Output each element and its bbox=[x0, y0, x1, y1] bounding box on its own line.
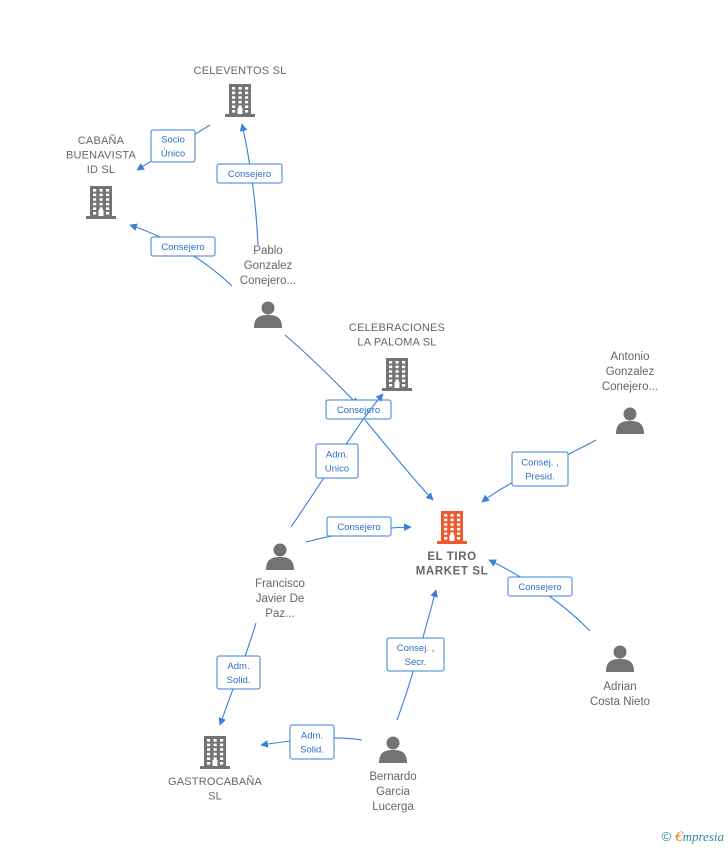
edge-label: Secr. bbox=[405, 657, 427, 668]
edges-layer: SocioÚnicoConsejeroConsejeroConsejeroAdm… bbox=[129, 123, 597, 760]
relationship-edge[interactable]: Adm. Solid. bbox=[216, 622, 261, 726]
edge-label-box bbox=[216, 163, 283, 184]
brand-footer[interactable]: ©€mpresia bbox=[662, 829, 725, 846]
person-icon bbox=[266, 543, 294, 570]
node-pablo[interactable]: PabloGonzalezConejero... bbox=[240, 245, 296, 328]
edge-label-box bbox=[216, 655, 261, 690]
person-icon bbox=[254, 301, 282, 328]
edge-label: Consejero bbox=[228, 169, 271, 180]
relationship-edge[interactable]: Consejero bbox=[488, 559, 591, 632]
edge-label: Consejero bbox=[518, 582, 561, 593]
edge-label-box bbox=[511, 451, 569, 487]
relationship-edge[interactable]: Adm. Unico bbox=[290, 393, 384, 528]
edge-label-box bbox=[507, 576, 573, 597]
node-label: Bernardo bbox=[369, 771, 416, 783]
edge-line bbox=[284, 334, 359, 406]
node-cabana[interactable]: CABAÑA BUENAVISTA ID SL bbox=[66, 134, 137, 219]
relationship-edge[interactable]: Consejero bbox=[129, 223, 233, 287]
edge-label: Único bbox=[161, 149, 185, 160]
edge-label-box bbox=[150, 236, 216, 257]
node-label: LA PALOMA SL bbox=[357, 337, 436, 349]
node-label: Antonio bbox=[610, 351, 649, 363]
nodes-layer: CELEVENTOS SL CABAÑA BUENAVISTA ID SL PabloG… bbox=[66, 65, 658, 813]
node-label: GASTROCABAÑA bbox=[168, 775, 263, 788]
edge-label: Solid. bbox=[227, 675, 251, 686]
building-icon bbox=[225, 84, 255, 117]
node-label: CABAÑA bbox=[78, 134, 125, 147]
building-icon bbox=[200, 736, 230, 769]
node-label: ID SL bbox=[87, 164, 116, 176]
edge-label: Consejero bbox=[337, 405, 380, 416]
edge-label-box bbox=[315, 443, 359, 479]
node-label: CELEVENTOS SL bbox=[194, 65, 287, 77]
edge-label: Presid. bbox=[525, 472, 555, 483]
node-label: Adrian bbox=[603, 681, 636, 693]
node-label: Conejero... bbox=[240, 275, 296, 287]
edge-label: Socio bbox=[161, 135, 185, 146]
person-icon bbox=[606, 645, 634, 672]
relationship-edge[interactable]: Consejero bbox=[216, 123, 283, 246]
node-label: MARKET SL bbox=[416, 566, 488, 578]
building-icon bbox=[382, 358, 412, 391]
node-label: Paz... bbox=[265, 608, 294, 620]
edge-label: Adm. bbox=[301, 731, 323, 742]
node-label: BUENAVISTA bbox=[66, 150, 137, 162]
brand-logo-initial: € bbox=[675, 829, 683, 845]
node-label: SL bbox=[208, 791, 222, 803]
edge-label: Consej. , bbox=[397, 643, 435, 654]
building-icon bbox=[437, 511, 467, 544]
node-label: CELEBRACIONES bbox=[349, 322, 445, 334]
edge-label: Consejero bbox=[337, 522, 380, 533]
edge-label: Adm. bbox=[326, 450, 348, 461]
building-icon bbox=[86, 186, 116, 219]
node-antonio[interactable]: AntonioGonzalezConejero... bbox=[602, 351, 658, 434]
edge-label: Adm. bbox=[227, 661, 249, 672]
person-icon bbox=[379, 736, 407, 763]
copyright-icon: © bbox=[661, 829, 672, 844]
relationship-edge[interactable]: Consej. , Secr. bbox=[386, 589, 445, 721]
node-label: Gonzalez bbox=[244, 260, 293, 272]
node-label: Gonzalez bbox=[606, 366, 655, 378]
node-gastro[interactable]: GASTROCABAÑA SL bbox=[168, 736, 263, 803]
node-eltiro[interactable]: EL TIRO MARKET SL bbox=[416, 511, 488, 578]
node-celeventos[interactable]: CELEVENTOS SL bbox=[194, 65, 287, 117]
node-label: Francisco bbox=[255, 578, 305, 590]
node-label: Lucerga bbox=[372, 801, 414, 813]
edge-label: Consejero bbox=[161, 242, 204, 253]
relationship-edge[interactable]: Adm. Solid. bbox=[260, 724, 363, 760]
edge-label-box bbox=[386, 637, 445, 672]
edge-label-box bbox=[326, 516, 392, 537]
edge-line bbox=[364, 419, 434, 501]
relationship-edge[interactable]: Consej. , Presid. bbox=[481, 439, 597, 503]
node-label: EL TIRO bbox=[427, 551, 476, 563]
node-label: Costa Nieto bbox=[590, 696, 650, 708]
node-label: Javier De bbox=[256, 593, 305, 605]
node-celebraciones[interactable]: CELEBRACIONES LA PALOMA SL bbox=[349, 322, 445, 391]
edge-label: Consej. , bbox=[521, 458, 559, 469]
person-icon bbox=[616, 407, 644, 434]
edge-label-box bbox=[289, 724, 335, 760]
edge-label-box bbox=[150, 129, 196, 163]
edge-label: Unico bbox=[325, 464, 349, 475]
brand-name: mpresia bbox=[682, 829, 724, 844]
edge-label: Solid. bbox=[300, 745, 324, 756]
node-label: Garcia bbox=[376, 786, 410, 798]
node-label: Conejero... bbox=[602, 381, 658, 393]
node-label: Pablo bbox=[253, 245, 282, 257]
relationship-edge[interactable]: Consejero bbox=[305, 516, 412, 543]
edge-line bbox=[239, 123, 259, 246]
